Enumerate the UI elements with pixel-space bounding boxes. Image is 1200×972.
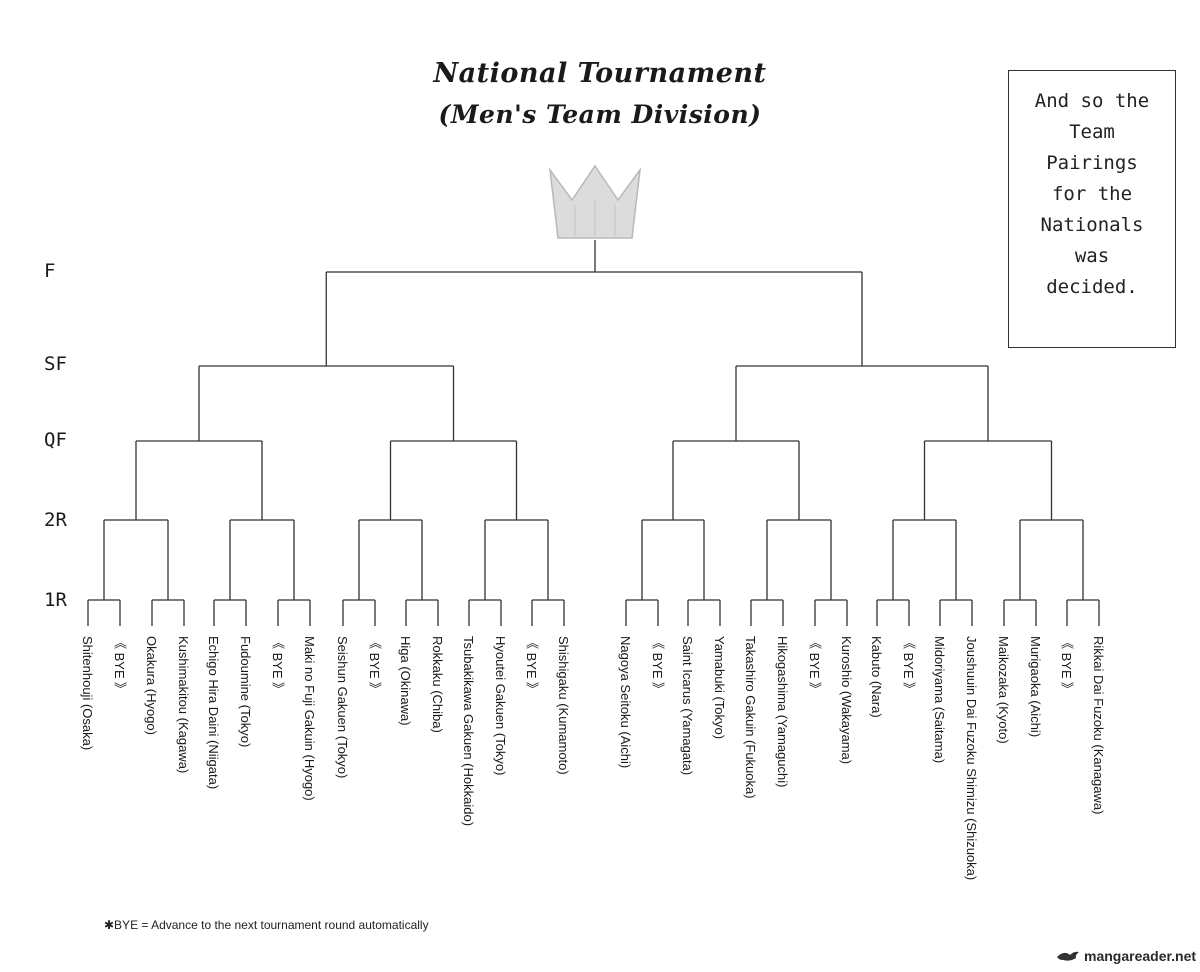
team-label: Yamabuki (Tokyo) bbox=[712, 636, 727, 740]
team-label: 《 BYE 》 bbox=[650, 636, 665, 696]
page-subtitle: (Men's Team Division) bbox=[438, 100, 762, 129]
team-label: Fudoumine (Tokyo) bbox=[238, 636, 253, 748]
team-label: 《 BYE 》 bbox=[807, 636, 822, 696]
team-label: Kabuto (Nara) bbox=[869, 636, 884, 718]
team-label: Maki no Fuji Gakuin (Hyogo) bbox=[302, 636, 317, 801]
round-label-second-round: 2R bbox=[44, 509, 67, 531]
bye-footnote: ✱BYE = Advance to the next tournament ro… bbox=[104, 918, 429, 932]
team-label: Shitenhouji (Osaka) bbox=[80, 636, 95, 751]
bird-logo-icon bbox=[1057, 951, 1079, 961]
team-label: 《 BYE 》 bbox=[367, 636, 382, 696]
team-label: Maikozaka (Kyoto) bbox=[996, 636, 1011, 744]
trophy-crown-icon bbox=[548, 164, 642, 239]
round-label-first-round: 1R bbox=[44, 589, 67, 611]
note-box: And so the Team Pairings for the Nationa… bbox=[1008, 70, 1176, 348]
team-label: 《 BYE 》 bbox=[112, 636, 127, 696]
round-label-semifinal: SF bbox=[44, 353, 67, 375]
team-label: Rikkai Dai Fuzoku (Kanagawa) bbox=[1091, 636, 1106, 815]
team-label: Okakura (Hyogo) bbox=[144, 636, 159, 735]
team-label: Nagoya Seitoku (Aichi) bbox=[618, 636, 633, 769]
team-label: Murigaoka (Aichi) bbox=[1028, 636, 1043, 738]
watermark: mangareader.net bbox=[1056, 948, 1196, 964]
team-label: Shishigaku (Kumamoto) bbox=[556, 636, 571, 775]
round-label-quarterfinal: QF bbox=[44, 429, 67, 451]
note-text: And so the Team Pairings for the Nationa… bbox=[1034, 89, 1150, 298]
round-label-final: F bbox=[44, 260, 56, 282]
team-label: 《 BYE 》 bbox=[901, 636, 916, 696]
team-label: Saint Icarus (Yamagata) bbox=[680, 636, 695, 776]
team-label: Takashiro Gakuin (Fukuoka) bbox=[743, 636, 758, 799]
team-label: Hikogashima (Yamaguchi) bbox=[775, 636, 790, 788]
team-label: Hyoutei Gakuen (Tokyo) bbox=[493, 636, 508, 776]
team-label: Kuroshio (Wakayama) bbox=[839, 636, 854, 765]
team-label: Kushimakitou (Kagawa) bbox=[176, 636, 191, 774]
team-label: Tsubakikawa Gakuen (Hokkaido) bbox=[461, 636, 476, 827]
watermark-text: mangareader.net bbox=[1084, 948, 1197, 964]
team-label: 《 BYE 》 bbox=[524, 636, 539, 696]
team-label: 《 BYE 》 bbox=[270, 636, 285, 696]
team-label: Rokkaku (Chiba) bbox=[430, 636, 445, 733]
team-label: Midoriyama (Saitama) bbox=[932, 636, 947, 764]
team-label: Seishun Gakuen (Tokyo) bbox=[335, 636, 350, 779]
team-label: Joushuuin Dai Fuzoku Shimizu (Shizuoka) bbox=[964, 636, 979, 881]
team-label: Higa (Okinawa) bbox=[398, 636, 413, 726]
page-title: National Tournament bbox=[433, 58, 767, 89]
team-label: Echigo Hira Daini (Niigata) bbox=[206, 636, 221, 790]
team-label: 《 BYE 》 bbox=[1059, 636, 1074, 696]
